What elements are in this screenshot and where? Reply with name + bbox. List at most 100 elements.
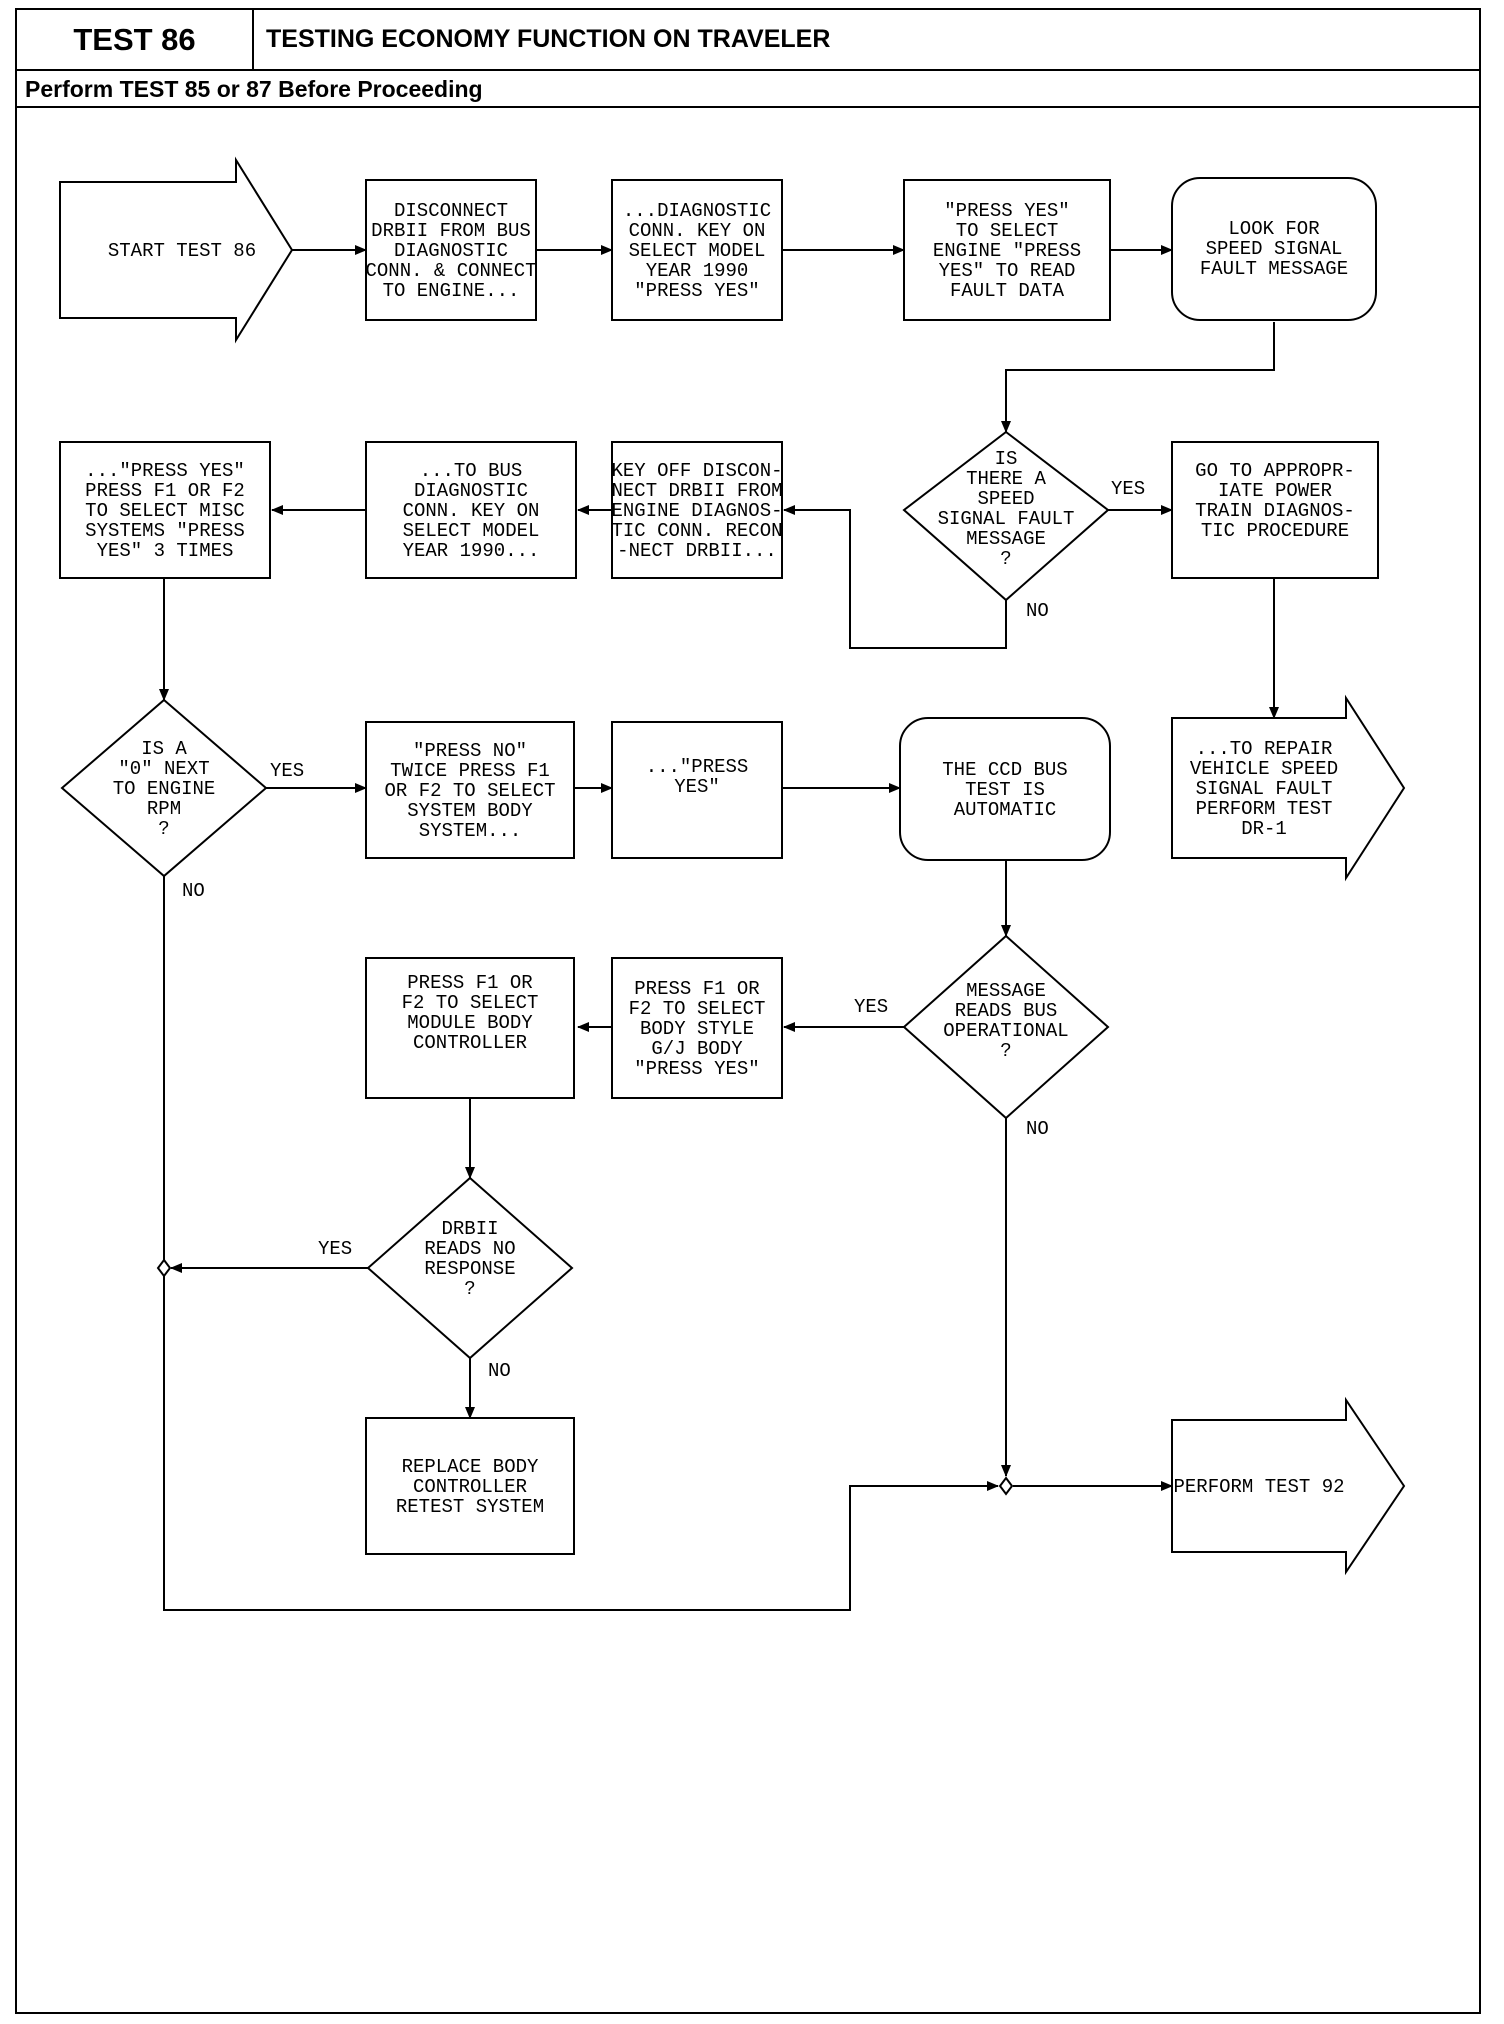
- node-text-line: THE CCD BUS: [942, 759, 1067, 781]
- page-frame: TEST 86 TESTING ECONOMY FUNCTION ON TRAV…: [15, 8, 1481, 2014]
- node-text-line: ENGINE DIAGNOS-: [611, 500, 782, 522]
- node-text-line: READS NO: [424, 1238, 515, 1260]
- node-body-style: [611, 957, 783, 1099]
- node-text-line: PERFORM TEST 92: [1173, 1476, 1344, 1498]
- node-text-line: GO TO APPROPR-: [1195, 460, 1355, 482]
- node-text-line: ?: [1000, 548, 1011, 570]
- connector-speed-fault-no: [783, 505, 1007, 649]
- node-disconnect-drbii: [365, 179, 537, 321]
- junction-merge: [998, 1476, 1014, 1496]
- node-text-line: PRESS F1 OR: [634, 978, 759, 1000]
- node-text-line: TO SELECT: [956, 220, 1059, 242]
- node-text-line: NECT DRBII FROM: [611, 480, 782, 502]
- node-perform-test-92: [1171, 1396, 1406, 1576]
- branch-label-no: NO: [488, 1360, 511, 1382]
- node-text-line: MESSAGE: [966, 528, 1046, 550]
- branch-label-yes: YES: [1111, 478, 1145, 500]
- node-text-line: DIAGNOSTIC: [414, 480, 528, 502]
- node-text-line: TEST IS: [965, 779, 1045, 801]
- node-text-line: YES" TO READ: [939, 260, 1076, 282]
- node-zero-rpm-decision: [60, 698, 268, 878]
- node-press-no-twice: [365, 721, 575, 859]
- branch-label-no: NO: [182, 880, 205, 902]
- node-text-line: DRBII: [441, 1218, 498, 1240]
- node-text-line: BODY STYLE: [640, 1018, 754, 1040]
- node-key-off-disconnect: [611, 441, 783, 579]
- node-text-line: IS A: [141, 738, 187, 760]
- node-text-line: MESSAGE: [966, 980, 1046, 1002]
- node-text-line: SELECT MODEL: [403, 520, 540, 542]
- node-text-line: KEY OFF DISCON-: [611, 460, 782, 482]
- node-text-line: SYSTEM...: [419, 820, 522, 842]
- test-number: TEST 86: [17, 10, 254, 69]
- node-text-line: "PRESS YES": [634, 280, 759, 302]
- node-text-line: CONN. KEY ON: [403, 500, 540, 522]
- node-text-line: PRESS F1 OR F2: [85, 480, 245, 502]
- node-text-line: ?: [1000, 1040, 1011, 1062]
- node-text-line: ..."PRESS: [646, 756, 749, 778]
- node-text-line: YEAR 1990...: [403, 540, 540, 562]
- node-text-line: SYSTEMS "PRESS: [85, 520, 245, 542]
- node-text-line: MODULE BODY: [407, 1012, 533, 1034]
- node-text-line: DISCONNECT: [394, 200, 508, 222]
- page-title: TESTING ECONOMY FUNCTION ON TRAVELER: [266, 25, 831, 53]
- node-speed-fault-decision: [902, 430, 1110, 602]
- node-to-bus-diagnostic: [365, 441, 577, 579]
- node-text-line: "PRESS NO": [413, 740, 527, 762]
- node-text-line: ?: [464, 1278, 475, 1300]
- node-text-line: ENGINE "PRESS: [933, 240, 1081, 262]
- node-text-line: CONTROLLER: [413, 1032, 527, 1054]
- node-text-line: PRESS F1 OR: [407, 972, 532, 994]
- node-text-line: OPERATIONAL: [943, 1020, 1068, 1042]
- node-text-line: -NECT DRBII...: [617, 540, 777, 562]
- connectors: [159, 245, 1279, 1611]
- node-ccd-bus-automatic: [899, 717, 1111, 861]
- branch-label-yes: YES: [270, 760, 304, 782]
- node-text-line: TO ENGINE: [113, 778, 216, 800]
- node-replace-body-controller: [365, 1417, 575, 1555]
- branch-label-no: NO: [1026, 1118, 1049, 1140]
- node-text-line: TRAIN DIAGNOS-: [1195, 500, 1355, 522]
- node-text-line: OR F2 TO SELECT: [384, 780, 555, 802]
- node-text-line: PERFORM TEST: [1196, 798, 1333, 820]
- header-row: TEST 86 TESTING ECONOMY FUNCTION ON TRAV…: [17, 10, 1479, 71]
- node-diagnostic-conn: [611, 179, 783, 321]
- node-press-yes-misc: [59, 441, 271, 579]
- node-text-line: SELECT MODEL: [629, 240, 766, 262]
- node-text-line: CONTROLLER: [413, 1476, 527, 1498]
- node-text-line: YES" 3 TIMES: [97, 540, 234, 562]
- node-text-line: IATE POWER: [1218, 480, 1332, 502]
- junction-left: [156, 1258, 172, 1278]
- connector-look-for-to-question: [1001, 322, 1275, 433]
- node-text-line: ...DIAGNOSTIC: [623, 200, 771, 222]
- prerequisite-note: Perform TEST 85 or 87 Before Proceeding: [25, 76, 483, 102]
- node-text-line: ...TO REPAIR: [1196, 738, 1333, 760]
- node-text-line: "PRESS YES": [634, 1058, 759, 1080]
- node-text-line: CONN. & CONNECT: [365, 260, 536, 282]
- node-module-body-controller: [365, 957, 575, 1099]
- node-text-line: DR-1: [1241, 818, 1287, 840]
- node-text-line: FAULT DATA: [950, 280, 1065, 302]
- node-text-line: VEHICLE SPEED: [1190, 758, 1338, 780]
- node-text-line: TWICE PRESS F1: [390, 760, 550, 782]
- node-text-line: SYSTEM BODY: [407, 800, 533, 822]
- node-text-line: ..."PRESS YES": [85, 460, 245, 482]
- node-text: START TEST 86: [108, 240, 256, 262]
- node-repair-speed-signal: [1171, 694, 1406, 882]
- node-text-line: RETEST SYSTEM: [396, 1496, 544, 1518]
- node-text-line: TO SELECT MISC: [85, 500, 245, 522]
- node-text-line: REPLACE BODY: [402, 1456, 539, 1478]
- node-text-line: SPEED SIGNAL: [1206, 238, 1343, 260]
